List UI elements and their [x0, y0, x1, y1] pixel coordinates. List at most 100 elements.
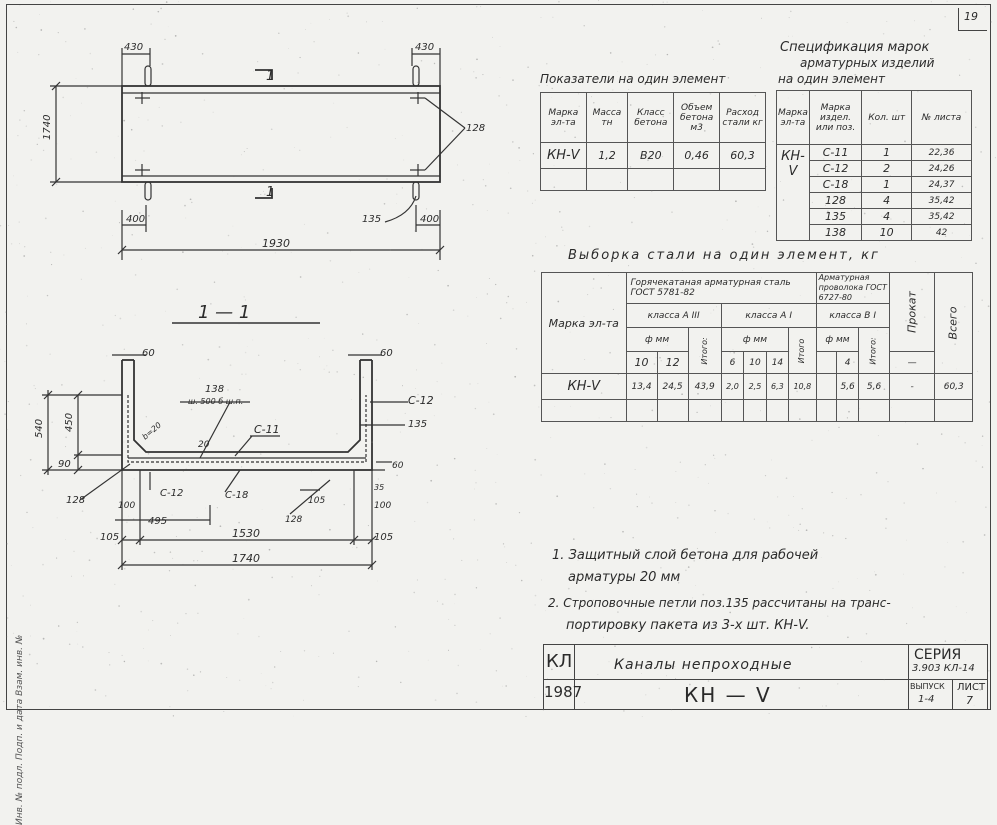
steel-dia-a3: ф мм: [625, 327, 689, 352]
plan-dim-height: 1740: [42, 115, 53, 140]
tb-sheet-value: 7: [966, 694, 973, 707]
sec-label-128-left: 128: [66, 495, 85, 506]
steel-head-prokat: Прокат: [905, 291, 919, 333]
spec-row-item: 135: [808, 208, 863, 225]
tb-sheet-label: ЛИСТ: [957, 682, 986, 693]
sec-label-20: 20: [198, 440, 210, 450]
steel-row-a3-total: 43,9: [687, 373, 722, 400]
sec-label-bevel: b=20: [141, 421, 164, 442]
steel-head-mark: Марка эл-та: [541, 272, 627, 374]
plan-dim-right-top: 430: [415, 42, 434, 53]
ind-head-volume: Объем бетона м3: [673, 92, 721, 143]
sec-dim-60-left: 60: [142, 348, 155, 359]
steel-class-b1: класса В I: [815, 303, 890, 328]
sec-dim-540: 540: [34, 419, 45, 438]
spec-table: Марка эл-та Марка издел. или поз. Кол. ш…: [776, 90, 972, 241]
sec-dim-35: 35: [374, 483, 384, 492]
spec-row-sheet: 24,26: [911, 160, 972, 177]
steel-head-hot: Горячекатаная арматурная сталь ГОСТ 5781…: [625, 272, 817, 304]
sheet-border: [6, 4, 991, 710]
note-2-line-1: 2. Строповочные петли поз.135 рассчитаны…: [548, 596, 891, 610]
tb-series-label: СЕРИЯ: [914, 647, 962, 663]
steel-d-a3: 10: [625, 351, 658, 374]
steel-d-a3: 12: [656, 351, 689, 374]
steel-row-prokat: -: [888, 373, 936, 400]
steel-d-b1: 4: [835, 351, 860, 374]
plan-dim-left-top: 430: [124, 42, 143, 53]
ind-cell-mass: 1,2: [585, 142, 629, 169]
plan-section-mark-top: 1: [266, 69, 274, 84]
spec-head-mark: Марка эл-та: [776, 90, 810, 145]
steel-itogo-a3: Итого:: [699, 336, 709, 365]
indicators-table: Марка эл-та Масса тн Класс бетона Объем …: [540, 92, 766, 191]
spec-row-item: С-18: [808, 176, 863, 193]
steel-row-a1-total: 10,8: [788, 373, 817, 400]
steel-row-mark: КН-V: [541, 373, 627, 400]
section-title: 1 — 1: [198, 302, 250, 323]
sheet-corner-box: [958, 8, 987, 31]
sec-dim-495: 495: [148, 516, 167, 527]
spec-row-item: 128: [808, 192, 863, 209]
spec-row-sheet: 24,37: [911, 176, 972, 193]
ind-cell-mark: КН-V: [540, 142, 587, 169]
sec-label-c18: С-18: [225, 490, 248, 501]
tb-issue-value: 1-4: [918, 694, 935, 705]
steel-row-a1: 6,3: [765, 373, 790, 400]
plan-dim-total: 1930: [262, 237, 290, 250]
plan-dim-right-bottom: 400: [420, 214, 439, 225]
plan-leader-135: 135: [362, 214, 381, 225]
spec-row-item: С-12: [808, 160, 863, 177]
tb-year: 1987: [544, 683, 583, 701]
spec-title-1: Спецификация марок: [780, 40, 930, 55]
sec-label-c12-bottom: С-12: [160, 488, 183, 499]
tb-issue-label: ВЫПУСК: [910, 682, 945, 691]
indicators-title: Показатели на один элемент: [540, 72, 726, 86]
spec-row-sheet: 22,36: [911, 144, 972, 161]
drawings: 430 430 1740 1 1 128 135 400 400 1930 1 …: [34, 42, 485, 570]
ind-head-steel: Расход стали кг: [719, 92, 766, 143]
steel-head-wire: Арматурная проволока ГОСТ 6727-80: [815, 272, 890, 304]
steel-d-a1: 10: [743, 351, 767, 374]
ind-head-class: Класс бетона: [627, 92, 675, 143]
note-2-line-2: портировку пакета из 3-х шт. КН-V.: [566, 618, 810, 633]
steel-row-a3: 13,4: [625, 373, 658, 400]
steel-row-a3: 24,5: [656, 373, 689, 400]
spec-title-3: на один элемент: [778, 72, 886, 86]
ind-cell-volume: 0,46: [673, 142, 721, 169]
sec-dim-105-right: 105: [374, 532, 393, 543]
steel-head-total: Всего: [946, 306, 960, 340]
sec-label-60-side: 60: [392, 461, 404, 471]
spec-row-item: С-11: [808, 144, 863, 161]
tb-code: КЛ: [546, 651, 573, 672]
sec-label-step: ш. 500 б ш.п.: [188, 397, 243, 406]
plan-leader-128: 128: [466, 123, 485, 134]
note-1-line-2: арматуры 20 мм: [568, 570, 681, 585]
spec-row-item: 138: [808, 224, 863, 241]
steel-table: Марка эл-та Горячекатаная арматурная ста…: [541, 272, 973, 422]
spec-row-qty: 2: [861, 160, 913, 177]
spec-row-sheet: 42: [911, 224, 972, 241]
spec-row-qty: 4: [861, 192, 913, 209]
spec-title-2: арматурных изделий: [800, 56, 935, 70]
steel-d-a1: 6: [720, 351, 745, 374]
ind-cell-class: В20: [627, 142, 675, 169]
steel-row-a1: 2,5: [743, 373, 767, 400]
note-1-line-1: 1. Защитный слой бетона для рабочей: [552, 548, 819, 563]
steel-itogo-b1: Итого:: [869, 336, 879, 365]
steel-row-a1: 2,0: [720, 373, 745, 400]
steel-title: Выборка стали на один элемент, кг: [568, 248, 880, 263]
steel-dash: —: [888, 351, 936, 374]
sheet-corner-number: 19: [964, 10, 978, 23]
steel-dia-a1: ф мм: [720, 327, 790, 352]
sec-label-138: 138: [205, 384, 224, 395]
spec-row-qty: 10: [861, 224, 913, 241]
spec-head-item: Марка издел. или поз.: [808, 90, 863, 145]
steel-row-b1-total: 5,6: [858, 373, 890, 400]
tb-mark: КН — V: [684, 683, 772, 707]
steel-row-total: 60,3: [934, 373, 973, 400]
plan-dim-left-bottom: 400: [126, 214, 145, 225]
steel-row-b1: 5,6: [835, 373, 860, 400]
steel-dia-b1: ф мм: [815, 327, 860, 352]
sec-dim-100-right: 100: [374, 501, 391, 511]
sec-label-c11: С-11: [254, 423, 280, 436]
